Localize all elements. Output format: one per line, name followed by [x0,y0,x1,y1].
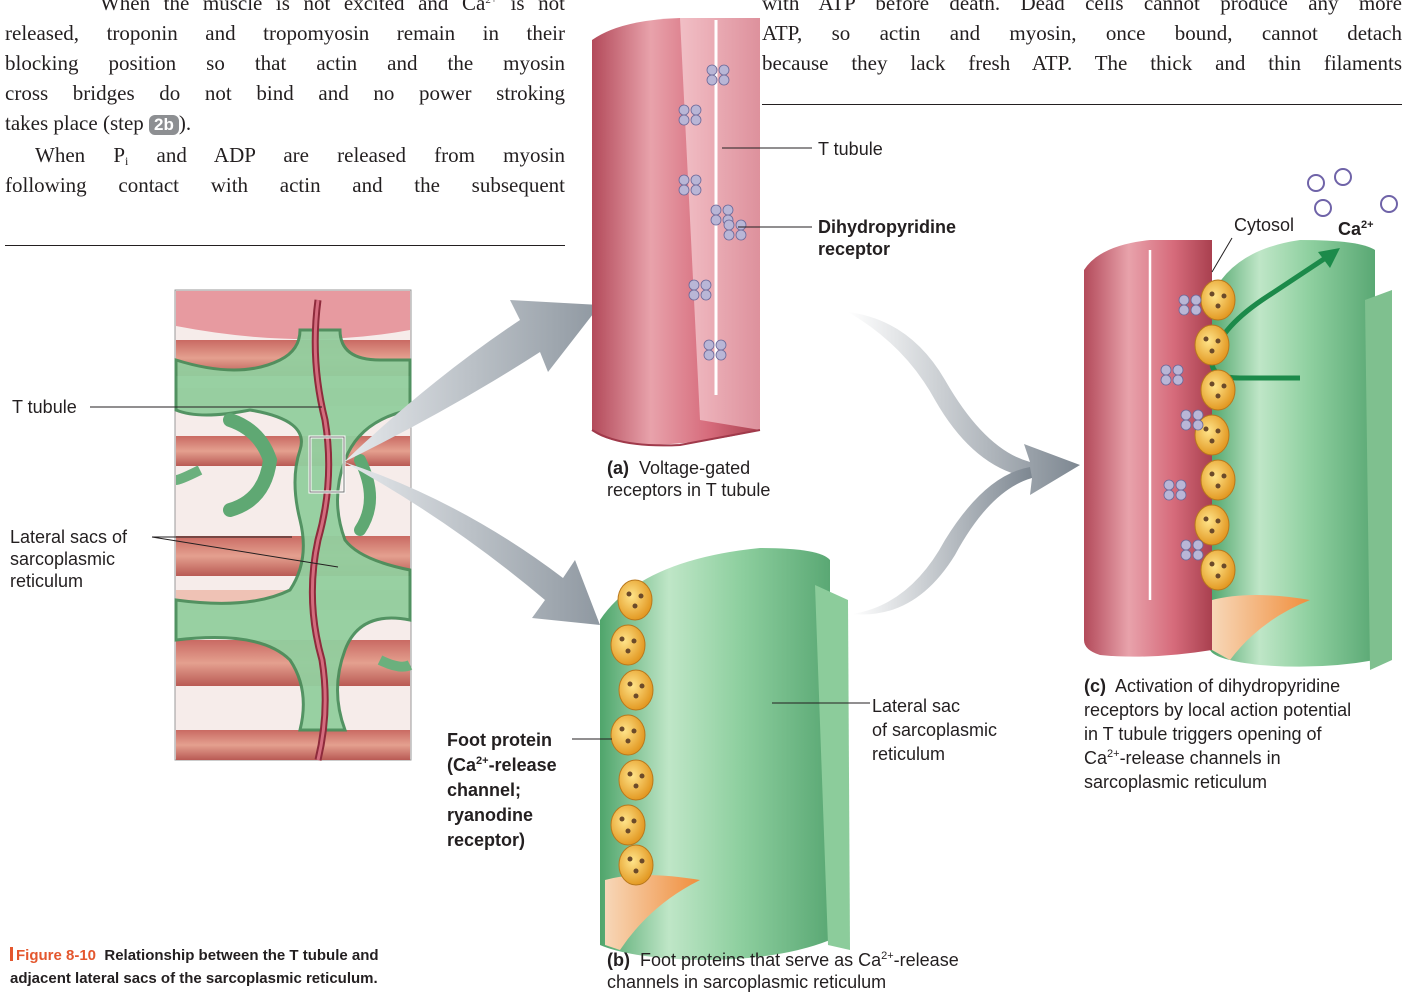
divider [762,104,1402,105]
paragraph-line: When Pi and ADP are released from myosin [35,140,565,170]
paragraph-line: blocking position so that actin and the … [5,48,565,78]
t-tubule-label: T tubule [12,396,77,418]
paragraph-line: When the muscle is not excited and Ca2+ … [5,0,565,18]
paragraph-line: takes place (step 2b). [5,108,191,138]
paragraph-line: because they lack fresh ATP. The thick a… [762,48,1402,78]
figure-caption: Figure 8-10 Relationship between the T t… [10,944,379,990]
paragraph-line: released, troponin and tropomyosin remai… [5,18,565,48]
cytosol-label: Cytosol [1234,214,1294,236]
paragraph-line: ATP, so actin and myosin, once bound, ca… [762,18,1402,48]
paragraph-line: with ATP before death. Dead cells cannot… [762,0,1402,18]
paragraph-line: following contact with actin and the sub… [5,170,565,200]
figure-number: Figure 8-10 [16,947,96,964]
paragraph-line: cross bridges do not bind and no power s… [5,78,565,108]
combined-cylinder [1084,169,1397,670]
t-tubule-label-a: T tubule [818,138,883,160]
muscle-fiber-panel [175,290,411,760]
caption-a: (a) Voltage-gated receptors in T tubule [607,457,770,501]
divider [5,245,565,246]
calcium-label: Ca2+ [1338,218,1374,240]
caption-c: (c) Activation of dihydropyridine recept… [1084,674,1351,794]
dhp-receptor-label: Dihydropyridine receptor [818,216,956,260]
caption-b: (b) Foot proteins that serve as Ca2+-rel… [607,949,959,993]
lateral-sacs-label: Lateral sacs of sarcoplasmic reticulum [10,526,127,592]
t-tubule-cylinder [592,18,760,445]
lateral-sac-label: Lateral sac of sarcoplasmic reticulum [872,694,997,766]
foot-protein-label: Foot protein (Ca2+-release channel; ryan… [447,728,557,853]
step-badge: 2b [149,115,179,135]
caption-marker [10,947,13,961]
